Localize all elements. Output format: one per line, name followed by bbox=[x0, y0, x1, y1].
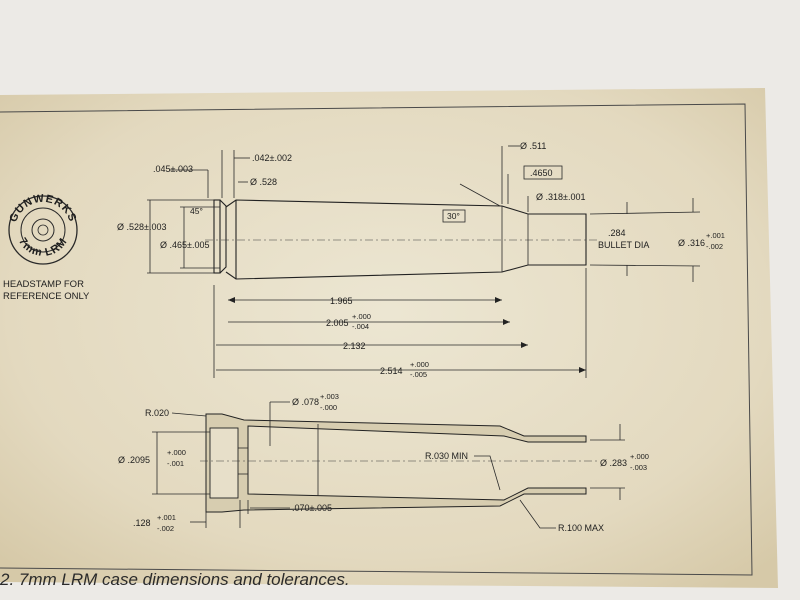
dim-primer-dia-tol-lower: -.001 bbox=[167, 459, 184, 468]
dim-len-datum: 2.005 bbox=[326, 318, 349, 328]
shoulder-angle: 30° bbox=[447, 211, 460, 221]
datum-box bbox=[523, 165, 563, 180]
dim-flash-hole-tol-upper: +.003 bbox=[320, 392, 339, 401]
bullet-dia-tol-upper: +.001 bbox=[706, 231, 725, 240]
dim-pocket-depth: .128 bbox=[133, 518, 151, 528]
case-exterior-outline bbox=[205, 199, 600, 280]
dim-pocket-depth-tol-upper: +.001 bbox=[157, 513, 176, 522]
drawing-border bbox=[0, 103, 753, 576]
dim-len-datum-tol-upper: +.000 bbox=[352, 312, 371, 321]
dim-shoulder-radius: R.030 MIN bbox=[425, 451, 468, 461]
bevel-angle: 45° bbox=[190, 206, 203, 216]
dim-rim-radius: R.020 bbox=[145, 408, 169, 418]
dim-primer-dia: Ø .2095 bbox=[118, 455, 150, 465]
dim-extractor-groove: .042±.002 bbox=[252, 153, 292, 163]
angle-box bbox=[442, 209, 466, 223]
bullet-dia-label: BULLET DIA bbox=[598, 240, 649, 250]
dim-rim-dia: Ø .528±.003 bbox=[117, 222, 166, 232]
dim-len-total-tol-upper: +.000 bbox=[410, 360, 429, 369]
dim-len-total-tol-lower: -.005 bbox=[410, 370, 427, 379]
dim-datum: .4650 bbox=[530, 168, 553, 178]
dim-pocket-depth-tol-lower: -.002 bbox=[157, 524, 174, 533]
dim-len-datum-tol-lower: -.004 bbox=[352, 322, 369, 331]
dim-flash-hole-tol-lower: -.000 bbox=[320, 403, 337, 412]
dim-body-dia-head: Ø .528 bbox=[250, 177, 277, 187]
dim-shoulder-dia: Ø .511 bbox=[520, 141, 546, 151]
bullet-dia-value: .284 bbox=[608, 228, 626, 238]
dim-len-neck: 2.132 bbox=[343, 341, 366, 351]
dim-inner-neck-dia: Ø .283 bbox=[600, 458, 627, 468]
headstamp-note-1: HEADSTAMP FOR bbox=[3, 279, 84, 290]
dim-web-thickness: .070±.005 bbox=[292, 503, 332, 513]
dim-inner-neck-tol-lower: -.003 bbox=[630, 463, 647, 472]
bullet-dia-tol-lower: -.002 bbox=[706, 242, 723, 251]
dim-flash-hole: Ø .078 bbox=[292, 397, 319, 407]
bullet-dia-callout: Ø .316 bbox=[678, 238, 705, 248]
dim-len-shoulder: 1.965 bbox=[330, 296, 353, 306]
dim-len-total: 2.514 bbox=[380, 366, 403, 376]
dim-groove-dia: Ø .465±.005 bbox=[160, 240, 209, 250]
dim-rim-thickness: .045±.003 bbox=[153, 164, 193, 174]
dim-primer-dia-tol-upper: +.000 bbox=[167, 448, 186, 457]
dim-inner-neck-tol-upper: +.000 bbox=[630, 452, 649, 461]
dim-neck-radius: R.100 MAX bbox=[558, 523, 604, 533]
paper-sheet bbox=[0, 88, 778, 588]
figure-caption: 2. 7mm LRM case dimensions and tolerance… bbox=[0, 570, 350, 589]
dim-neck-dia: Ø .318±.001 bbox=[536, 192, 585, 202]
case-section-outline bbox=[200, 413, 600, 513]
headstamp-note-2: REFERENCE ONLY bbox=[3, 291, 90, 302]
